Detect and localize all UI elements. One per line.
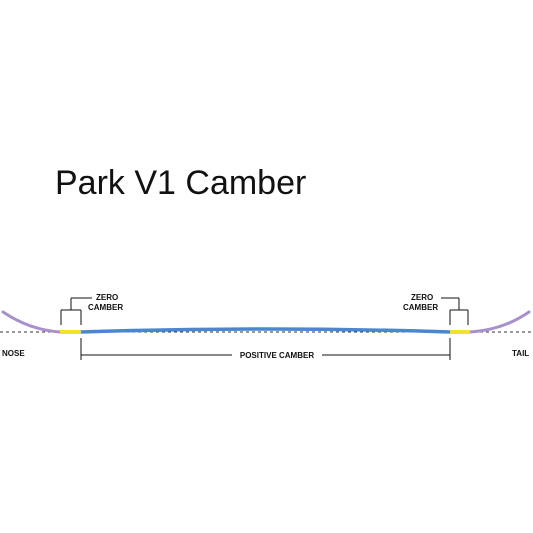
nose-zero-label: ZERO bbox=[96, 293, 118, 302]
tail-zero-label: ZERO bbox=[411, 293, 433, 302]
tail-label: TAIL bbox=[512, 349, 529, 358]
tail-zero-camber-bracket bbox=[441, 297, 469, 325]
nose-label: NOSE bbox=[2, 349, 25, 358]
diagram-title: Park V1 Camber bbox=[55, 164, 307, 202]
nose-zero-camber-bracket bbox=[60, 297, 92, 325]
positive-camber-label: POSITIVE CAMBER bbox=[240, 351, 314, 360]
nose-rocker-profile bbox=[1, 310, 62, 334]
positive-camber-profile bbox=[80, 327, 451, 334]
positive-camber-span bbox=[80, 338, 451, 360]
tail-rocker-profile bbox=[468, 310, 531, 334]
tail-camber-label: CAMBER bbox=[403, 303, 438, 312]
nose-camber-label: CAMBER bbox=[88, 303, 123, 312]
